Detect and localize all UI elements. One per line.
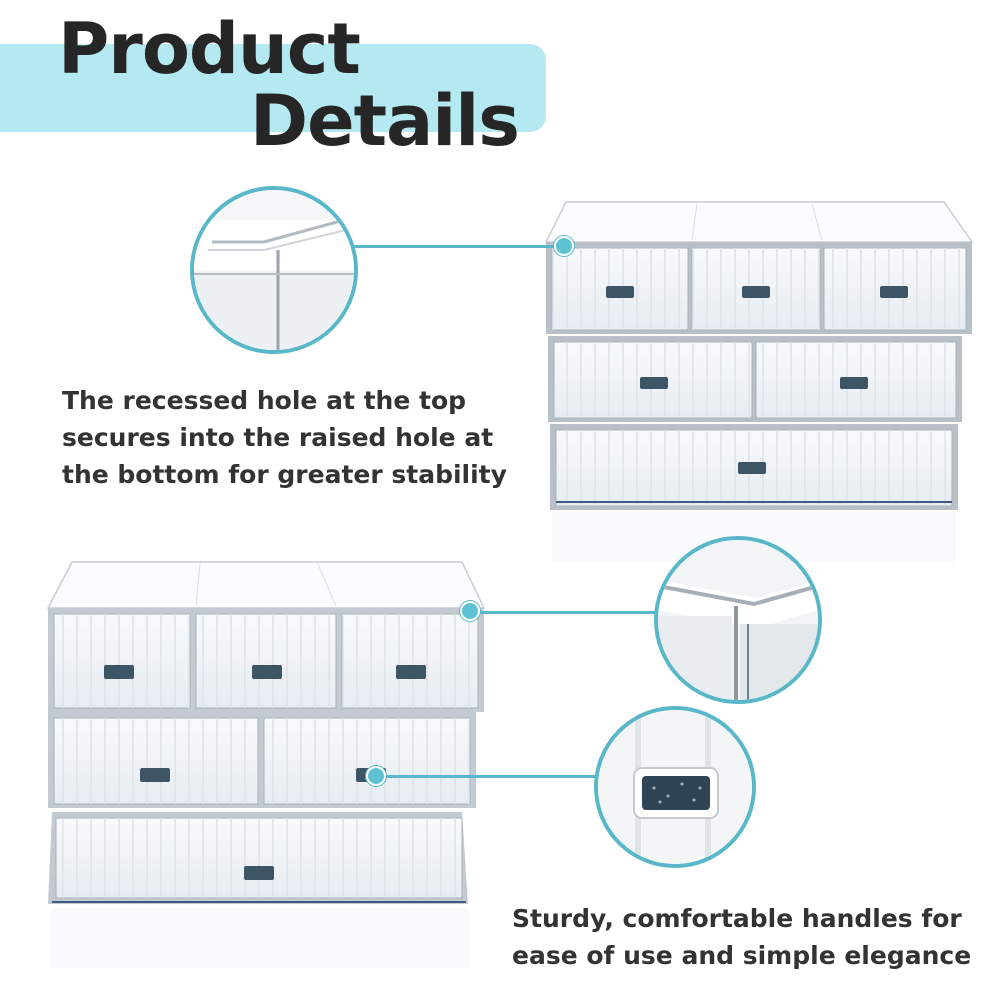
- feature-caption-handles: Sturdy, comfortable handles for ease of …: [512, 900, 971, 974]
- callout-dot-1: [554, 236, 574, 256]
- caption-line: secures into the raised hole at: [62, 423, 494, 452]
- callout-line-1: [352, 245, 560, 248]
- caption-line: Sturdy, comfortable handles for: [512, 904, 962, 933]
- caption-line: The recessed hole at the top: [62, 386, 467, 415]
- organizer-angled: [46, 561, 486, 968]
- callout-line-2: [470, 611, 660, 614]
- page-title-line-2: Details: [250, 80, 520, 162]
- corner-zoom-icon: [190, 186, 358, 354]
- organizer-front: [544, 201, 974, 562]
- title-highlight-band: [0, 44, 546, 132]
- callout-dot-2: [460, 601, 480, 621]
- page-title-line-1: Product: [58, 8, 361, 90]
- handle-zoom-icon: [594, 706, 756, 868]
- caption-line: ease of use and simple elegance: [512, 941, 972, 970]
- corner-detail-zoom-icon: [654, 536, 822, 704]
- callout-dot-3: [366, 766, 386, 786]
- callout-line-3: [378, 775, 604, 778]
- feature-caption-stability: The recessed hole at the top secures int…: [62, 382, 507, 493]
- caption-line: the bottom for greater stability: [62, 460, 507, 489]
